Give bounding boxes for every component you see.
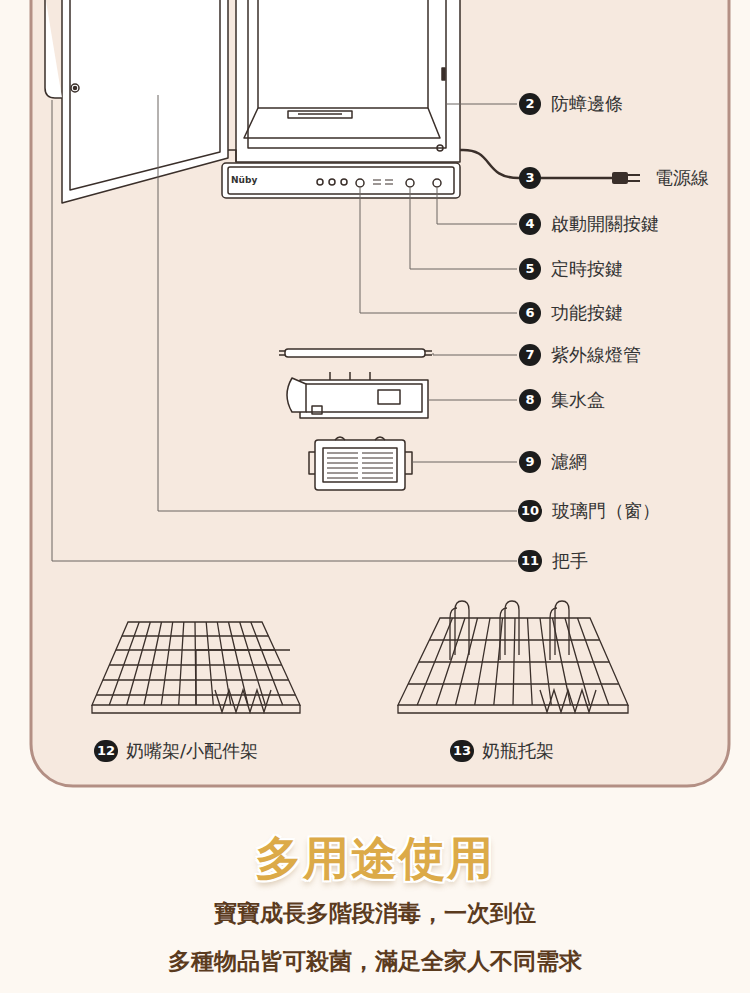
callout-number: 10: [518, 500, 542, 522]
background-panel: [31, 0, 729, 786]
callout: 12 奶嘴架/小配件架: [94, 739, 258, 763]
brand-logo: Nüby: [231, 175, 257, 187]
part-name: 啟動開關按鍵: [551, 212, 659, 236]
part-name: 紫外線燈管: [551, 343, 641, 367]
pacifier-rack-drawing: [92, 622, 300, 713]
callout-number: 6: [519, 302, 541, 324]
callout: 11 把手: [518, 549, 588, 573]
callout-number: 12: [94, 740, 118, 762]
part-name: 功能按鍵: [551, 301, 623, 325]
part-name: 把手: [552, 549, 588, 573]
callout-number: 11: [518, 550, 542, 572]
callout: 10 玻璃門（窗）: [518, 499, 660, 523]
callout-number: 5: [519, 258, 541, 280]
leader-lines: [52, 95, 517, 561]
callout-number: 2: [519, 93, 541, 115]
part-name: 奶嘴架/小配件架: [126, 739, 258, 763]
callout: 13 奶瓶托架: [450, 739, 554, 763]
sterilizer-drawing: [45, 0, 460, 490]
subtitle-line: 多種物品皆可殺菌，滿足全家人不同需求: [0, 947, 750, 977]
callout-number: 13: [450, 740, 474, 762]
callout: 2 防蟑邊條: [519, 92, 623, 116]
callout: 9 濾網: [519, 450, 587, 474]
callout-number: 7: [519, 344, 541, 366]
part-name: 定時按鍵: [551, 257, 623, 281]
plug-icon: [612, 172, 640, 184]
callout: 4 啟動開關按鍵: [519, 212, 659, 236]
callout: 3 電源線: [519, 166, 709, 190]
callout-number: 3: [519, 167, 541, 189]
part-name: 奶瓶托架: [482, 739, 554, 763]
subtitle-line: 寶寶成長多階段消毒，一次到位: [0, 899, 750, 929]
part-name: 集水盒: [551, 388, 605, 412]
part-name: 防蟑邊條: [551, 92, 623, 116]
callout-number: 4: [519, 213, 541, 235]
callout: 8 集水盒: [519, 388, 605, 412]
callout-number: 8: [519, 389, 541, 411]
callout-number: 9: [519, 451, 541, 473]
part-name: 玻璃門（窗）: [552, 499, 660, 523]
bottle-rack-drawing: [398, 601, 628, 713]
part-name: 電源線: [655, 166, 709, 190]
section-title: 多用途使用: [0, 830, 750, 886]
callout: 7 紫外線燈管: [519, 343, 641, 367]
part-name: 濾網: [551, 450, 587, 474]
callout: 6 功能按鍵: [519, 301, 623, 325]
callout: 5 定時按鍵: [519, 257, 623, 281]
